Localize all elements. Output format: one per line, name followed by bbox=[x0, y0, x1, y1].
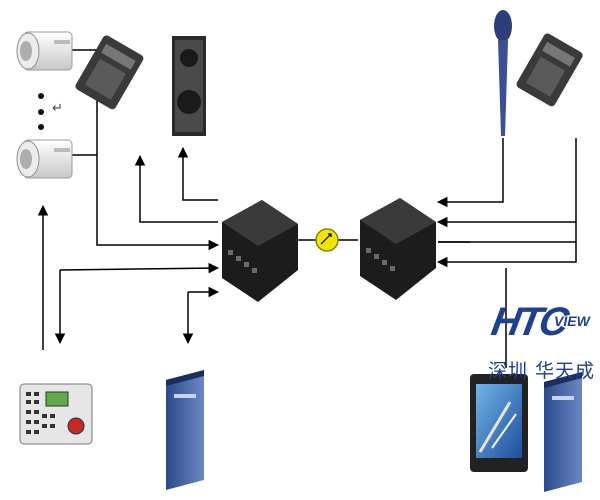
brand-logo: HTC VIEW 深圳 华天成 bbox=[486, 300, 598, 390]
fiber-link bbox=[315, 228, 339, 252]
line-camera-top bbox=[70, 49, 220, 251]
line-keyboard-in bbox=[59, 262, 220, 274]
logo-chinese-text: 深圳 华天成 bbox=[488, 360, 596, 382]
fiber-link-icon bbox=[315, 228, 339, 252]
transceiver-right bbox=[360, 198, 436, 300]
server-tower-icon bbox=[166, 370, 204, 490]
server-left bbox=[166, 370, 204, 490]
microphone-icon bbox=[494, 10, 512, 42]
line-microphone bbox=[436, 138, 504, 208]
connection-lines bbox=[37, 49, 577, 368]
camera-bottom bbox=[16, 139, 73, 179]
server-right bbox=[544, 372, 582, 492]
line-telephone-left bbox=[134, 154, 218, 223]
line-telephone-right bbox=[436, 138, 577, 228]
server-tower-icon bbox=[544, 372, 582, 492]
telephone-right bbox=[516, 33, 583, 107]
speaker-left bbox=[172, 36, 206, 136]
logo-sub-text: VIEW bbox=[554, 313, 590, 329]
control-keyboard bbox=[19, 383, 93, 445]
ellipsis-mark: ↵ bbox=[52, 101, 63, 116]
line-right-mid bbox=[436, 222, 577, 268]
monitor-right bbox=[470, 374, 528, 472]
camera-ellipsis bbox=[38, 93, 44, 130]
camera-top bbox=[16, 31, 73, 71]
transceiver-left bbox=[222, 200, 298, 302]
telephone-left bbox=[75, 35, 144, 110]
line-speaker-left bbox=[177, 146, 218, 201]
microphone-right bbox=[494, 10, 512, 136]
